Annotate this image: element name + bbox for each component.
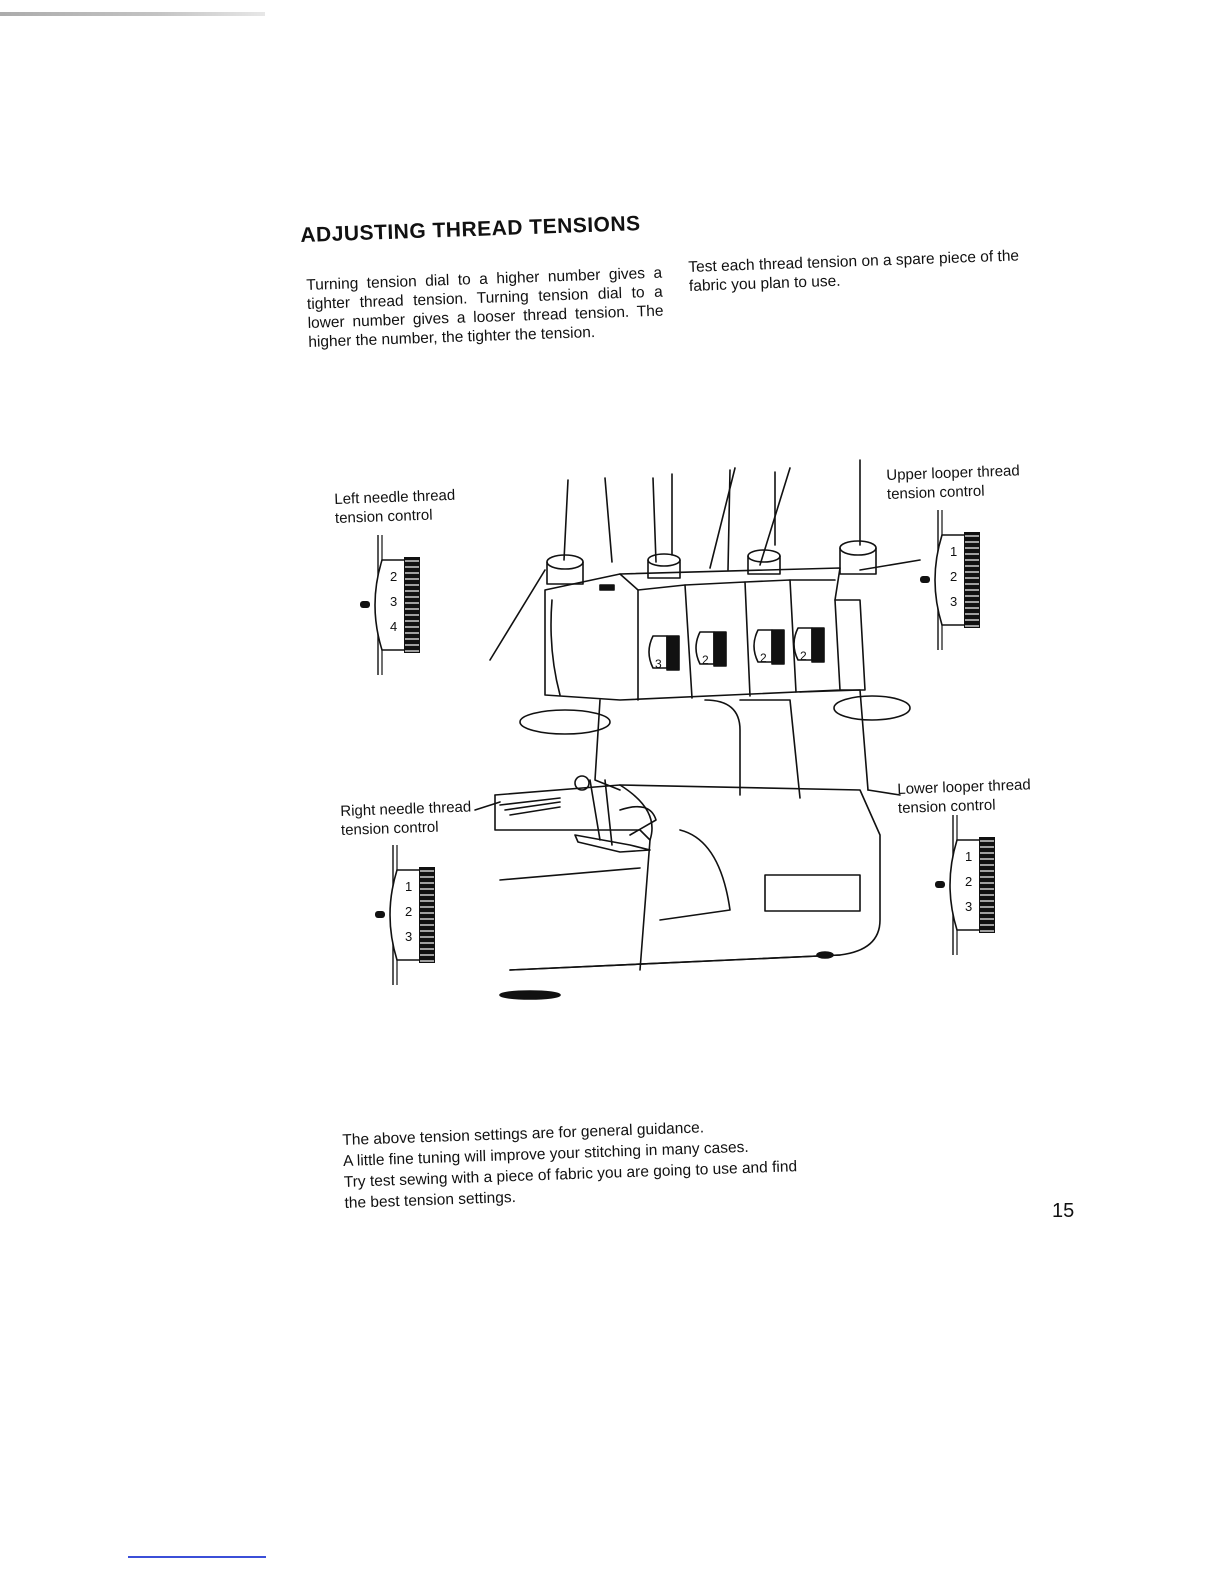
scan-edge-artifact	[0, 12, 265, 16]
dial-left-needle-number: 4	[390, 619, 397, 634]
dial-left-needle-number: 3	[390, 594, 397, 609]
thread-guide-poles	[563, 459, 861, 571]
dial-upper-looper-number: 2	[950, 569, 957, 584]
machine-tension-dials	[648, 627, 825, 671]
machine-dial-number-2: 2	[702, 653, 709, 667]
dial-upper-looper-number: 3	[950, 594, 957, 609]
dial-left-needle-knurl	[404, 557, 420, 653]
page-number: 15	[1052, 1200, 1075, 1222]
dial-right-needle-indicator-mark	[375, 911, 385, 918]
machine-dial-number-4: 2	[800, 649, 807, 663]
dial-upper-looper-number: 1	[950, 544, 957, 559]
tension-housing	[544, 567, 866, 701]
machine-dial-numbers: 3 2 2 2	[655, 649, 807, 671]
footer-guidance: The above tension settings are for gener…	[342, 1114, 798, 1214]
scan-edge-bottom-artifact	[128, 1556, 266, 1558]
dial-right-needle-number: 3	[405, 929, 412, 944]
machine-dial-number-3: 2	[760, 651, 767, 665]
serger-machine-drawing	[474, 459, 921, 1000]
machine-body	[494, 689, 911, 1000]
dial-insets: 2 3 4 1 2 3 1 2 3 1 2 3	[360, 510, 995, 985]
callout-leaders	[474, 559, 921, 811]
dial-right-needle-number: 2	[405, 904, 412, 919]
dial-right-needle-number: 1	[405, 879, 412, 894]
dial-lower-looper-number: 2	[965, 874, 972, 889]
dial-lower-looper-knurl	[979, 837, 995, 933]
dial-lower-looper-number: 1	[965, 849, 972, 864]
intro-paragraph-left: Turning tension dial to a higher number …	[306, 264, 664, 351]
dial-right-needle-knurl	[419, 867, 435, 963]
dial-lower-looper: 1 2 3	[935, 815, 995, 955]
dial-left-needle: 2 3 4	[360, 535, 420, 675]
dial-left-needle-number: 2	[390, 569, 397, 584]
presser-foot	[499, 775, 657, 853]
page-title: ADJUSTING THREAD TENSIONS	[300, 212, 641, 247]
dial-lower-looper-number: 3	[965, 899, 972, 914]
dial-right-needle: 1 2 3	[375, 845, 435, 985]
dial-lower-looper-indicator-mark	[935, 881, 945, 888]
dial-left-needle-indicator-mark	[360, 601, 370, 608]
thread-spools	[546, 540, 877, 585]
dial-upper-looper-indicator-mark	[920, 576, 930, 583]
machine-dial-number-1: 3	[655, 657, 662, 671]
serger-illustration: Left needle thread tension control Upper…	[320, 450, 1080, 1020]
dial-upper-looper: 1 2 3	[920, 510, 980, 650]
dial-upper-looper-knurl	[964, 532, 980, 628]
intro-paragraph-right: Test each thread tension on a spare piec…	[688, 247, 1020, 295]
